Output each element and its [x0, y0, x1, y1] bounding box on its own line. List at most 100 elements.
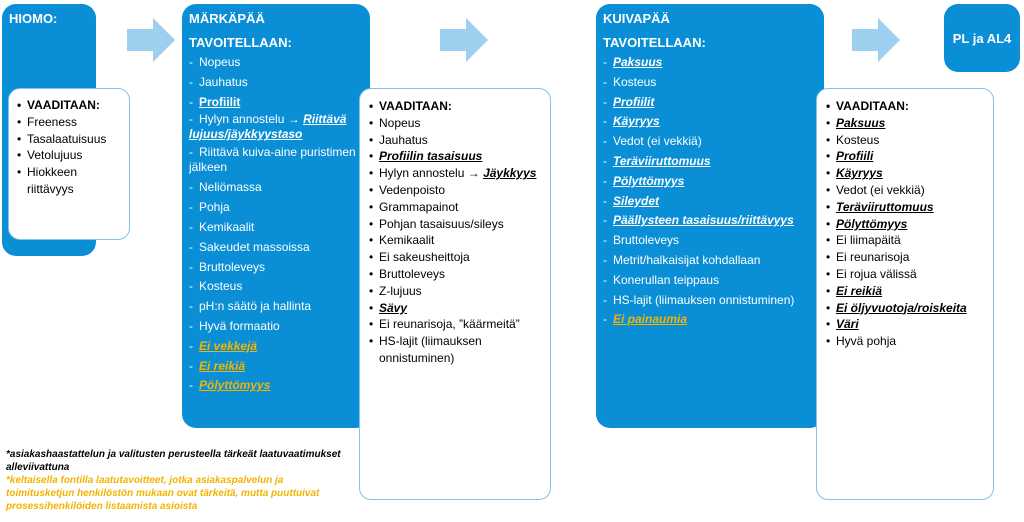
dash-bullet: -: [603, 272, 607, 287]
note-yellow: *keltaisella fontilla laatutavoitteet, j…: [6, 475, 320, 512]
pl-title: PL ja AL4: [952, 30, 1012, 46]
item-text: Grammapainot: [379, 199, 459, 214]
item-text: Ei painaumia: [613, 312, 688, 327]
list-item: Teräviiruttomuus: [826, 199, 984, 216]
list-item: Hiokkeen riittävyys: [17, 164, 121, 198]
item-text: Profiilin tasaisuus: [379, 149, 483, 164]
dash-bullet: -: [603, 114, 607, 129]
list-item: -Sakeudet massoissa: [189, 238, 363, 258]
list-item: Tasalaatuisuus: [17, 131, 121, 148]
list-item: -Päällysteen tasaisuus/riittävyys: [603, 211, 817, 231]
arrow-right-icon: [440, 18, 488, 62]
dash-bullet: -: [603, 233, 607, 248]
list-item: Vedenpoisto: [369, 182, 541, 199]
list-item: Sävy: [369, 300, 541, 317]
list-item: Hyvä pohja: [826, 333, 984, 350]
item-text: Pölyttömyys: [613, 173, 685, 188]
item-text: Ei reunarisoja: [836, 250, 910, 265]
item-text: Profiili: [836, 149, 874, 164]
dash-bullet: -: [189, 358, 193, 373]
list-item: -HS-lajit (liimauksen onnistuminen): [603, 291, 817, 311]
list-item: -Neliömassa: [189, 178, 363, 198]
dash-bullet: -: [189, 200, 193, 215]
item-text: Jauhatus: [379, 132, 428, 147]
list-item: Käyryys: [826, 165, 984, 182]
pl-required-box: VAADITAAN: PaksuusKosteusProfiiliKäyryys…: [816, 88, 994, 500]
hiomo-title: HIOMO:: [9, 11, 58, 26]
list-item: Ei reunarisoja, ”käärmeitä”: [369, 316, 541, 333]
item-text: Pohja: [199, 200, 230, 215]
list-item: Ei öljyvuotoja/roiskeita: [826, 300, 984, 317]
markapaa-required-header: VAADITAAN:: [369, 98, 541, 115]
item-text: Nopeus: [379, 115, 421, 130]
list-item: Bruttoleveys: [369, 266, 541, 283]
item-text: Väri: [836, 317, 859, 332]
item-text: Sakeudet massoissa: [199, 239, 310, 254]
dash-bullet: -: [603, 74, 607, 89]
hiomo-required-list: VAADITAAN:: [17, 97, 121, 114]
dash-bullet: -: [603, 173, 607, 188]
dash-bullet: -: [189, 94, 193, 109]
item-text: HS-lajit (liimauksen onnistuminen): [613, 292, 795, 307]
markapaa-target-list: -Nopeus-Jauhatus-Profiilit-Hylyn annoste…: [189, 53, 363, 396]
dash-bullet: -: [603, 134, 607, 149]
list-item: Profiili: [826, 148, 984, 165]
item-text: Vetolujuus: [27, 148, 83, 163]
item-text: Konerullan teippaus: [613, 272, 720, 287]
list-item: Kemikaalit: [369, 232, 541, 249]
item-text: Teräviiruttomuus: [836, 199, 934, 214]
note-underlined: *asiakashaastattelun ja valitusten perus…: [6, 449, 341, 473]
list-item: Z-lujuus: [369, 283, 541, 300]
kuivapaa-target-list: -Paksuus-Kosteus-Profiilit-Käyryys-Vedot…: [603, 53, 817, 330]
item-text: Sävy: [379, 300, 408, 315]
item-text: Käyryys: [836, 166, 883, 181]
item-text: Kemikaalit: [379, 233, 435, 248]
list-item: -Kemikaalit: [189, 218, 363, 238]
item-text: Ei sakeusheittoja: [379, 250, 470, 265]
markapaa-required-items: NopeusJauhatusProfiilin tasaisuusHylyn a…: [369, 115, 541, 367]
dash-bullet: -: [189, 145, 193, 160]
dash-bullet: -: [603, 252, 607, 267]
list-item: -Riittävä kuiva-aine puristimen jälkeen: [189, 145, 363, 178]
item-text: Neliömassa: [199, 180, 262, 195]
pl-required-items: PaksuusKosteusProfiiliKäyryysVedot (ei v…: [826, 115, 984, 350]
dash-bullet: -: [189, 180, 193, 195]
item-text: pH:n säätö ja hallinta: [199, 299, 312, 314]
dash-bullet: -: [603, 94, 607, 109]
dash-bullet: -: [189, 74, 193, 89]
item-text: Kemikaalit: [199, 219, 255, 234]
item-text: Ei reunarisoja, ”käärmeitä”: [379, 317, 520, 332]
list-item: -Ei reikiä: [189, 357, 363, 377]
item-text: Bruttoleveys: [379, 266, 446, 281]
item-text: Ei vekkejä: [199, 338, 258, 353]
item-text: Ei liimapäitä: [836, 233, 901, 248]
dash-bullet: -: [189, 112, 193, 127]
arrow-right-icon: [852, 18, 900, 62]
dash-bullet: -: [603, 153, 607, 168]
pl-required-head-list: VAADITAAN:: [826, 98, 984, 115]
list-item: Ei reikiä: [826, 283, 984, 300]
list-item: Hylyn annostelu → Jäykkyys: [369, 165, 541, 182]
list-item: -Pölyttömyys: [603, 172, 817, 192]
item-text: Hyvä formaatio: [199, 318, 280, 333]
list-item: Ei liimapäitä: [826, 232, 984, 249]
dash-bullet: -: [189, 55, 193, 69]
item-text: Pölyttömyys: [199, 378, 271, 393]
item-text: Bruttoleveys: [199, 259, 266, 274]
pl-panel: PL ja AL4: [944, 4, 1020, 72]
item-text: Vedenpoisto: [379, 182, 446, 197]
item-emphasis: Jäykkyys: [483, 166, 537, 181]
item-text: Vedot (ei vekkiä): [836, 182, 925, 197]
dash-bullet: -: [189, 378, 193, 393]
item-text: Ei öljyvuotoja/roiskeita: [836, 300, 967, 315]
dash-bullet: -: [189, 219, 193, 234]
kuivapaa-panel: KUIVAPÄÄ TAVOITELLAAN: -Paksuus-Kosteus-…: [596, 4, 824, 428]
list-item: -Käyryys: [603, 112, 817, 132]
item-text: Nopeus: [199, 55, 241, 69]
item-text: Tasalaatuisuus: [27, 131, 107, 146]
list-item: Väri: [826, 316, 984, 333]
hiomo-required-box: VAADITAAN: FreenessTasalaatuisuusVetoluj…: [8, 88, 130, 240]
item-text: Freeness: [27, 114, 78, 129]
item-text: Hyvä pohja: [836, 334, 897, 349]
item-text: Hylyn annostelu →: [199, 112, 304, 127]
